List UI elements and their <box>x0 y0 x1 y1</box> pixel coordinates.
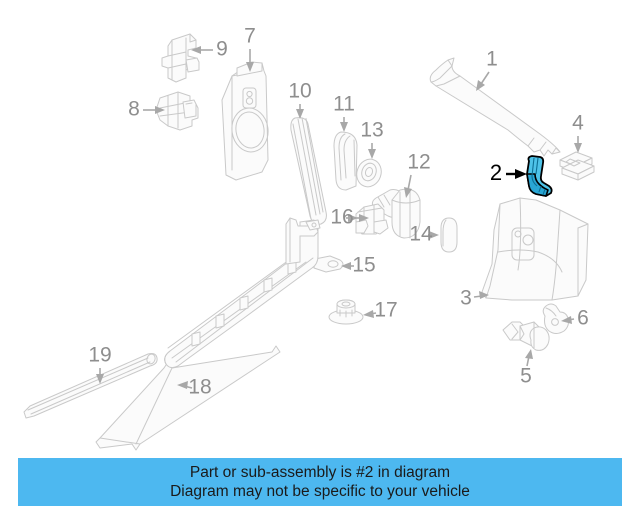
part-illustration-9 <box>161 33 200 83</box>
leader-4 <box>574 136 582 153</box>
part-illustration-7 <box>221 61 269 181</box>
callout-label-8[interactable]: 8 <box>128 98 140 121</box>
part-illustration-17 <box>328 299 364 325</box>
callout-label-6[interactable]: 6 <box>577 307 589 330</box>
leader-13 <box>368 143 376 159</box>
callout-label-2[interactable]: 2 <box>490 160 502 185</box>
leader-3 <box>473 291 489 299</box>
part-illustration-19 <box>23 353 158 419</box>
part-illustration-16 <box>355 203 389 235</box>
part-illustration-4 <box>559 151 595 181</box>
callout-label-5[interactable]: 5 <box>520 365 532 388</box>
leader-2-highlighted <box>506 169 527 179</box>
notice-line-primary: Part or sub-assembly is #2 in diagram <box>189 464 451 481</box>
part-illustration-sill-plate <box>164 219 319 369</box>
callout-label-11[interactable]: 11 <box>333 93 355 116</box>
part-illustration-3 <box>481 197 589 301</box>
part-illustration-8 <box>155 91 199 131</box>
callout-label-19[interactable]: 19 <box>88 344 111 367</box>
callout-label-1[interactable]: 1 <box>486 48 498 71</box>
leader-12 <box>404 174 412 198</box>
leader-11 <box>340 117 348 132</box>
leader-18 <box>177 381 193 389</box>
callout-label-10[interactable]: 10 <box>288 80 311 103</box>
callout-label-17[interactable]: 17 <box>374 299 397 322</box>
callout-label-16[interactable]: 16 <box>330 206 353 229</box>
part-illustration-12 <box>371 188 421 239</box>
leader-5 <box>525 349 533 367</box>
part-illustration-18 <box>95 345 281 451</box>
leader-1 <box>476 71 490 91</box>
part-illustration-6 <box>542 303 569 334</box>
leader-19 <box>96 368 104 384</box>
part-illustration-14 <box>440 217 458 253</box>
callout-label-15[interactable]: 15 <box>352 254 375 277</box>
part-illustration-sill-bracket <box>285 217 321 265</box>
part-illustration-1 <box>429 57 561 157</box>
diagram-notice-banner: Part or sub-assembly is #2 in diagram Di… <box>18 458 622 506</box>
leader-10 <box>296 104 304 119</box>
part-illustration-13 <box>356 158 382 188</box>
part-illustration-5 <box>502 321 550 351</box>
callout-label-14[interactable]: 14 <box>409 223 433 246</box>
callout-label-12[interactable]: 12 <box>407 151 430 174</box>
callout-label-18[interactable]: 18 <box>188 376 211 399</box>
callout-label-7[interactable]: 7 <box>244 25 256 48</box>
part-illustration-15 <box>313 255 344 273</box>
leader-7 <box>246 49 254 72</box>
part-illustration-11 <box>333 131 358 191</box>
notice-line-secondary: Diagram may not be specific to your vehi… <box>170 483 470 500</box>
callout-label-9[interactable]: 9 <box>216 38 228 61</box>
callout-label-3[interactable]: 3 <box>460 287 472 310</box>
leader-16-line <box>352 214 369 222</box>
callout-label-4[interactable]: 4 <box>572 112 584 135</box>
part-illustration-2-highlighted <box>526 155 553 197</box>
callout-label-13[interactable]: 13 <box>360 119 383 142</box>
leader-14 <box>428 231 439 239</box>
part-illustration-10 <box>290 117 327 225</box>
leader-15 <box>341 262 354 270</box>
leader-17 <box>363 310 377 318</box>
leader-8 <box>143 106 165 114</box>
leader-9 <box>191 46 213 54</box>
leader-6 <box>561 316 575 324</box>
